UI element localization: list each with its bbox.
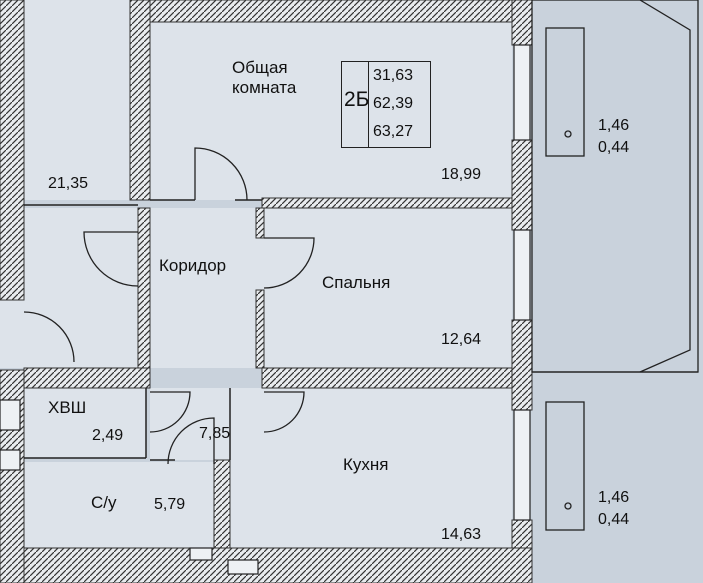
unit-living-area: 31,63 xyxy=(373,67,414,84)
living-room-name: Общая комната xyxy=(232,58,296,98)
wall-right-mid1 xyxy=(511,139,533,231)
wall-neighbor-divider xyxy=(129,0,151,201)
unit-area-values: 31,63 62,39 63,27 xyxy=(368,62,430,147)
balcony-upper-inner xyxy=(545,27,585,157)
kitchen-area: 14,63 xyxy=(441,526,482,543)
kitchen-fill xyxy=(230,388,512,548)
kitchen-name: Кухня xyxy=(343,455,389,474)
window-kitchen xyxy=(513,409,531,521)
walls xyxy=(0,0,533,583)
unit-code: 2Б xyxy=(344,88,370,111)
wall-corridor-right2 xyxy=(255,289,265,369)
bedroom-fill xyxy=(262,208,512,368)
bedroom-area: 12,64 xyxy=(441,331,482,348)
corridor-lower-area: 7,85 xyxy=(199,425,231,442)
living-room-area: 18,99 xyxy=(441,166,482,183)
wall-storage-top xyxy=(23,367,151,389)
wall-left-outer xyxy=(0,0,25,301)
bedroom-name: Спальня xyxy=(322,273,391,292)
door-bedroom xyxy=(263,237,315,289)
balcony-lower-inner xyxy=(545,401,585,531)
wall-top xyxy=(129,0,531,23)
wall-corridor-right xyxy=(255,207,265,239)
balconies xyxy=(531,0,699,531)
unit-total-with-balcony: 63,27 xyxy=(373,123,414,140)
balcony-upper-bay xyxy=(639,0,691,373)
living-room-name-line1: Общая xyxy=(232,58,288,77)
balcony-lower-area: 1,46 xyxy=(598,489,630,506)
bathroom-area: 5,79 xyxy=(154,496,186,513)
balcony-upper-coef: 0,44 xyxy=(598,139,630,156)
bathroom-name: С/у xyxy=(91,493,117,512)
wall-horiz-living xyxy=(261,197,513,209)
door-swings xyxy=(23,147,315,465)
window-living xyxy=(513,44,531,141)
door-corridor-left xyxy=(83,231,139,287)
living-room-fill xyxy=(150,22,512,200)
door-bathroom xyxy=(167,417,215,465)
corridor-upper-fill xyxy=(150,208,262,368)
window-bedroom xyxy=(513,229,531,321)
balcony-upper-area: 1,46 xyxy=(598,117,630,134)
windows xyxy=(513,44,531,521)
wall-right-mid2 xyxy=(511,319,533,411)
door-storage xyxy=(149,391,191,433)
fixtures xyxy=(0,399,259,575)
living-room-name-line2: комната xyxy=(232,78,297,97)
storage-area: 2,49 xyxy=(92,427,124,444)
door-kitchen xyxy=(263,391,305,433)
storage-fill xyxy=(24,388,146,458)
unit-total-area: 62,39 xyxy=(373,95,414,112)
unit-info-box: 2Б 31,63 62,39 63,27 xyxy=(341,61,431,148)
partitions xyxy=(24,199,262,461)
storage-name: ХВШ xyxy=(48,398,87,417)
wall-bottom xyxy=(23,547,533,583)
corridor-upper-name: Коридор xyxy=(159,256,227,275)
door-living xyxy=(194,147,248,201)
balcony-lower-coef: 0,44 xyxy=(598,511,630,528)
wall-horiz-kitchen xyxy=(261,367,513,389)
neighbor-room-area: 21,35 xyxy=(48,175,89,192)
door-entry xyxy=(23,311,75,363)
wall-corridor-left xyxy=(137,207,151,389)
neighbor-room-fill xyxy=(24,0,130,200)
wall-right-upper xyxy=(511,0,533,46)
